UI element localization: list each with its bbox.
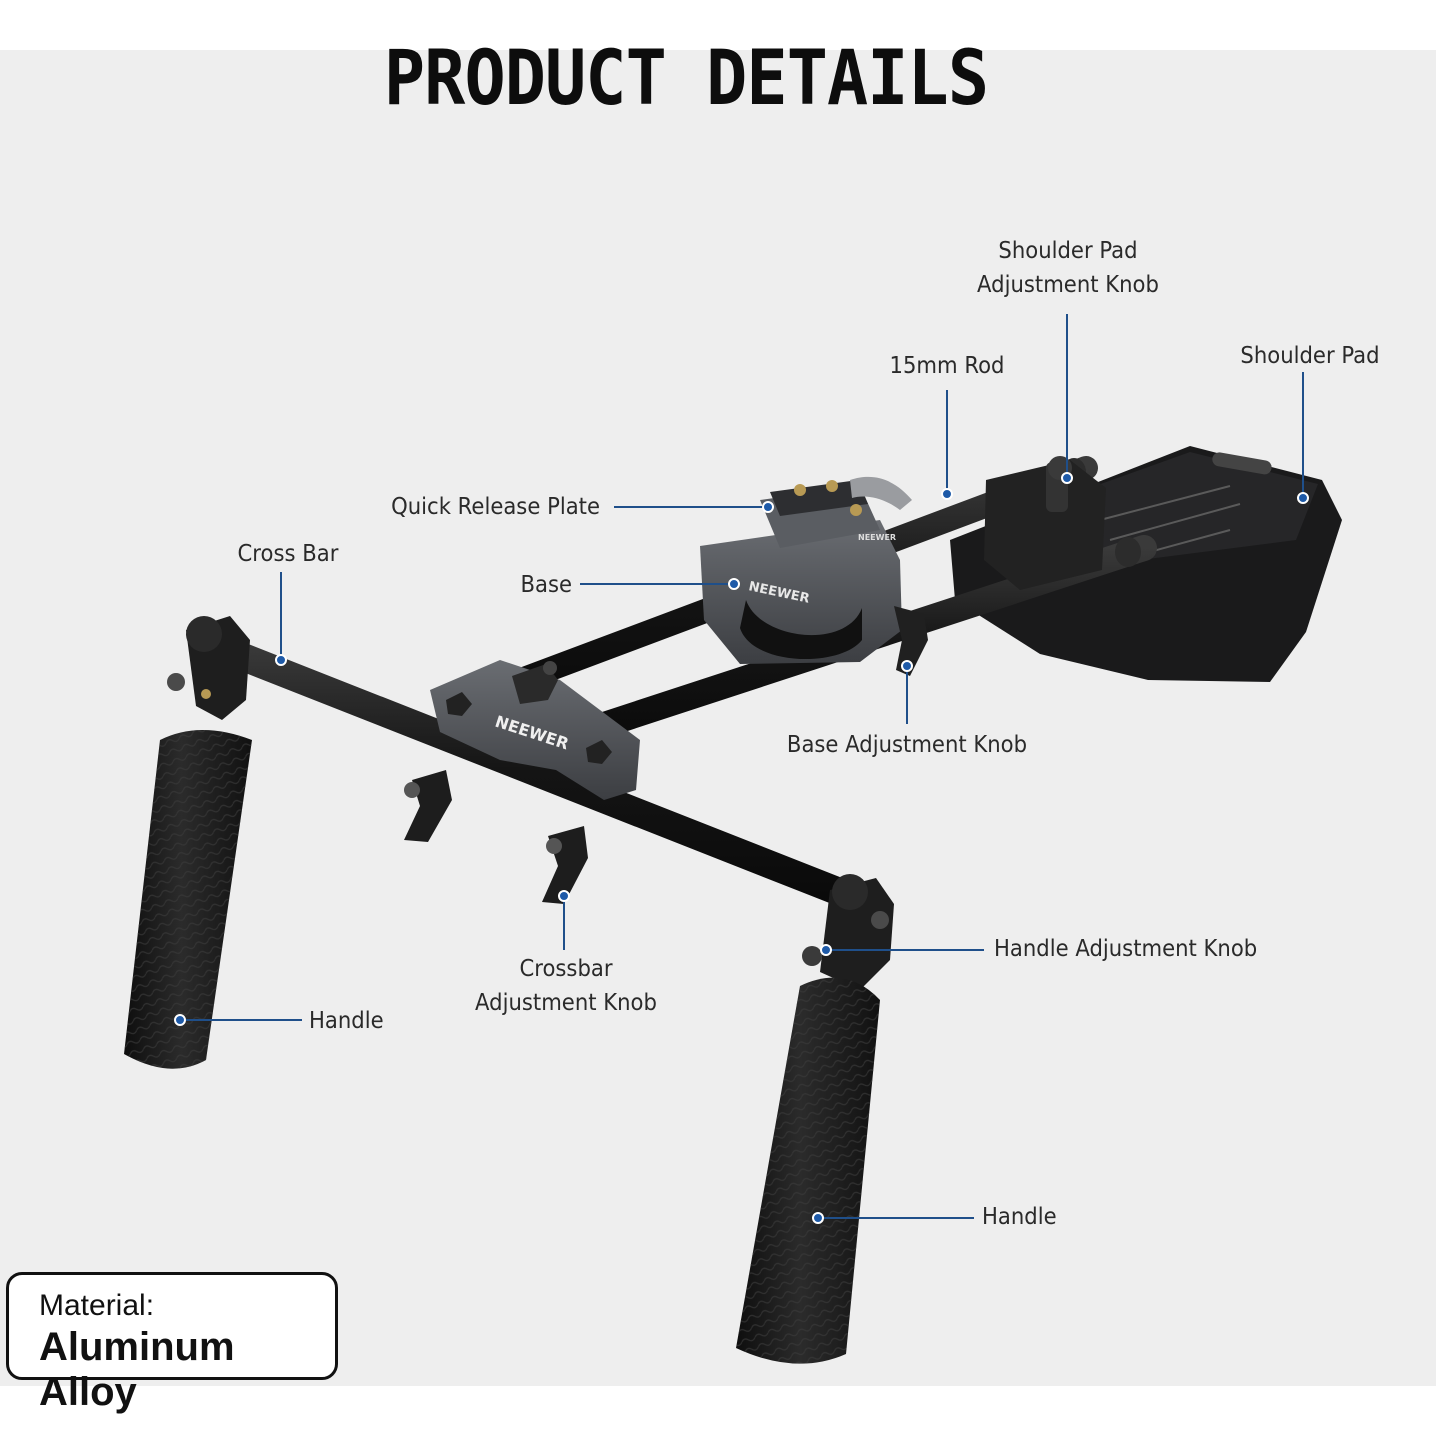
- material-label: Material:: [39, 1289, 155, 1322]
- material-value: Aluminum Alloy: [39, 1325, 235, 1414]
- material-box: Material: Aluminum Alloy: [6, 1272, 338, 1414]
- label-15mm-rod: 15mm Rod: [889, 353, 1005, 379]
- label-quick-release-plate: Quick Release Plate: [391, 494, 600, 520]
- background-panel: [0, 50, 1436, 1386]
- brand-logo-plate: NEEWER: [858, 533, 896, 542]
- label-handle-adjustment-knob: Handle Adjustment Knob: [994, 936, 1258, 962]
- callout-dots: [174, 472, 1309, 1224]
- callout-lines: [180, 314, 1304, 1219]
- label-handle-left: Handle: [309, 1008, 384, 1034]
- label-base: Base: [520, 572, 572, 598]
- label-crossbar-knob-line1: Crossbar: [519, 956, 613, 982]
- handle-left-grip: [124, 616, 252, 1069]
- page-title: PRODUCT DETAILS: [383, 33, 989, 122]
- label-cross-bar: Cross Bar: [237, 541, 339, 567]
- handle-right-grip: [736, 874, 894, 1364]
- cross-bar: [196, 630, 874, 914]
- label-crossbar-knob-line2: Adjustment Knob: [475, 990, 657, 1016]
- label-shoulder-pad-knob-line1: Shoulder Pad: [998, 238, 1138, 264]
- label-crossbar-knob: Crossbar Adjustment Knob: [474, 952, 658, 1020]
- base-assembly: NEEWER NEEWER: [700, 476, 928, 676]
- label-shoulder-pad: Shoulder Pad: [1240, 343, 1380, 369]
- label-shoulder-pad-knob-line2: Adjustment Knob: [977, 272, 1159, 298]
- label-shoulder-pad-knob: Shoulder Pad Adjustment Knob: [976, 234, 1160, 302]
- shoulder-pad-clamp: [984, 456, 1106, 590]
- center-clamp: NEEWER: [404, 660, 640, 904]
- label-handle-right: Handle: [982, 1204, 1057, 1230]
- label-base-adjustment-knob: Base Adjustment Knob: [786, 732, 1028, 758]
